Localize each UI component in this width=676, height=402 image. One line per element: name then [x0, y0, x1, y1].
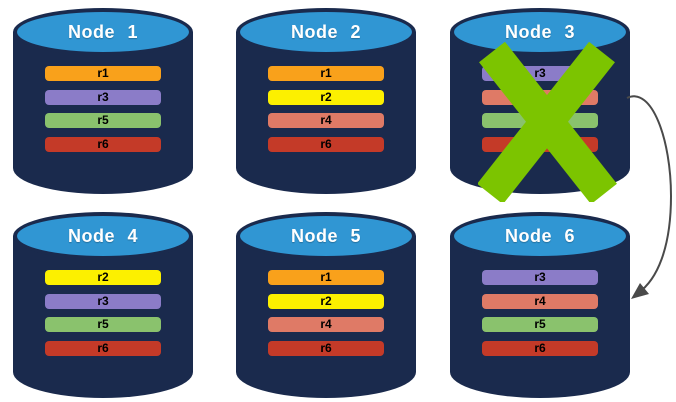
replica-bar: r4 [482, 294, 598, 309]
node-cylinder-5: Node 5 r1 r2 r4 r6 [236, 212, 416, 398]
node-title: Node 4 [67, 225, 138, 246]
cylinder-top: Node 3 [450, 8, 630, 56]
replica-bar: r6 [482, 137, 598, 152]
replica-bar: r2 [45, 270, 161, 285]
replica-bar: r6 [482, 341, 598, 356]
node-title: Node 2 [290, 21, 361, 42]
replica-bar: r1 [268, 270, 384, 285]
replica-bar: r4 [482, 90, 598, 105]
replica-bar: r6 [268, 137, 384, 152]
replica-bar: r6 [45, 137, 161, 152]
replica-bar: r1 [45, 66, 161, 81]
replica-bar: r3 [45, 90, 161, 105]
replica-bar: r5 [482, 113, 598, 128]
node-title: Node 5 [290, 225, 361, 246]
node-title: Node 1 [67, 21, 138, 42]
replica-bar: r1 [268, 66, 384, 81]
node-cylinder-1: Node 1 r1 r3 r5 r6 [13, 8, 193, 194]
replica-bar: r3 [482, 270, 598, 285]
cylinder-top: Node 2 [236, 8, 416, 56]
cylinder-top: Node 5 [236, 212, 416, 260]
node-cylinder-6: Node 6 r3 r4 r5 r6 [450, 212, 630, 398]
cylinder-top: Node 1 [13, 8, 193, 56]
cylinder-top: Node 4 [13, 212, 193, 260]
replica-bar: r4 [268, 113, 384, 128]
node-cylinder-3: Node 3 r3 r4 r5 r6 [450, 8, 630, 194]
replica-bar: r3 [45, 294, 161, 309]
node-title: Node 6 [504, 225, 575, 246]
replica-bar: r5 [45, 317, 161, 332]
node-title: Node 3 [504, 21, 575, 42]
replica-bar: r6 [268, 341, 384, 356]
node-cylinder-2: Node 2 r1 r2 r4 r6 [236, 8, 416, 194]
replica-bar: r2 [268, 294, 384, 309]
replica-bar: r5 [45, 113, 161, 128]
node-cylinder-4: Node 4 r2 r3 r5 r6 [13, 212, 193, 398]
replica-bar: r2 [268, 90, 384, 105]
replica-bar: r4 [268, 317, 384, 332]
replica-bar: r3 [482, 66, 598, 81]
replica-bar: r6 [45, 341, 161, 356]
cylinder-top: Node 6 [450, 212, 630, 260]
replica-bar: r5 [482, 317, 598, 332]
